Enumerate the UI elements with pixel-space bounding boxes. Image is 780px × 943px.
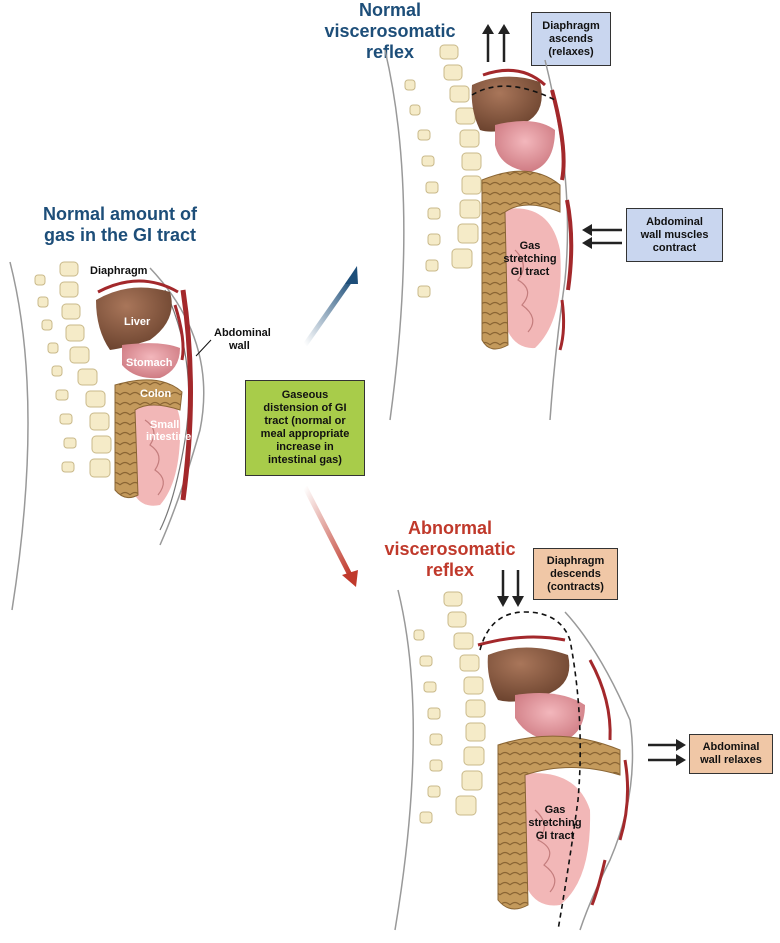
bottom-diaphragm-box: Diaphragm descends (contracts) [533,548,618,600]
label-stomach: Stomach [126,357,173,369]
label-abdominal-wall-1: Abdominal [214,327,271,339]
top-wall-box: Abdominal wall muscles contract [626,208,723,262]
left-title: Normal amount of gas in the GI tract [42,204,197,245]
top-gas-3: GI tract [511,266,550,278]
label-colon: Colon [140,388,171,400]
top-diaphragm-box: Diaphragm ascends (relaxes) [531,12,611,66]
label-small-intestine-1: Small [150,419,179,431]
label-abdominal-wall-2: wall [228,340,250,352]
top-gas-1: Gas [520,240,541,252]
left-figure: Diaphragm Abdominal wall Liver Stomach C… [9,261,271,611]
bottom-diaphragm-text: Diaphragm descends (contracts) [546,554,605,593]
label-liver: Liver [124,316,151,328]
top-gas-2: stretching [503,253,556,265]
center-box-text: Gaseous distension of GI tract (normal o… [260,389,350,466]
bottom-gas-1: Gas [545,804,566,816]
bottom-wall-box: Abdominal wall relaxes [689,734,773,774]
bottom-figure: Gas stretching GI tract [394,570,686,931]
label-diaphragm: Diaphragm [90,265,148,277]
bottom-gas-2: stretching [528,817,581,829]
center-box: Gaseous distension of GI tract (normal o… [245,380,365,476]
bottom-gas-3: GI tract [536,830,575,842]
bottom-wall-text: Abdominal wall relaxes [700,741,762,766]
bottom-title: Abnormal viscerosomatic reflex [384,518,516,580]
top-diaphragm-text: Diaphragm ascends (relaxes) [542,19,600,58]
label-small-intestine-2: intestine [146,431,191,443]
top-figure: Gas stretching GI tract [384,24,622,421]
top-wall-text: Abdominal wall muscles contract [640,215,709,254]
top-title: Normal viscerosomatic reflex [324,0,456,62]
